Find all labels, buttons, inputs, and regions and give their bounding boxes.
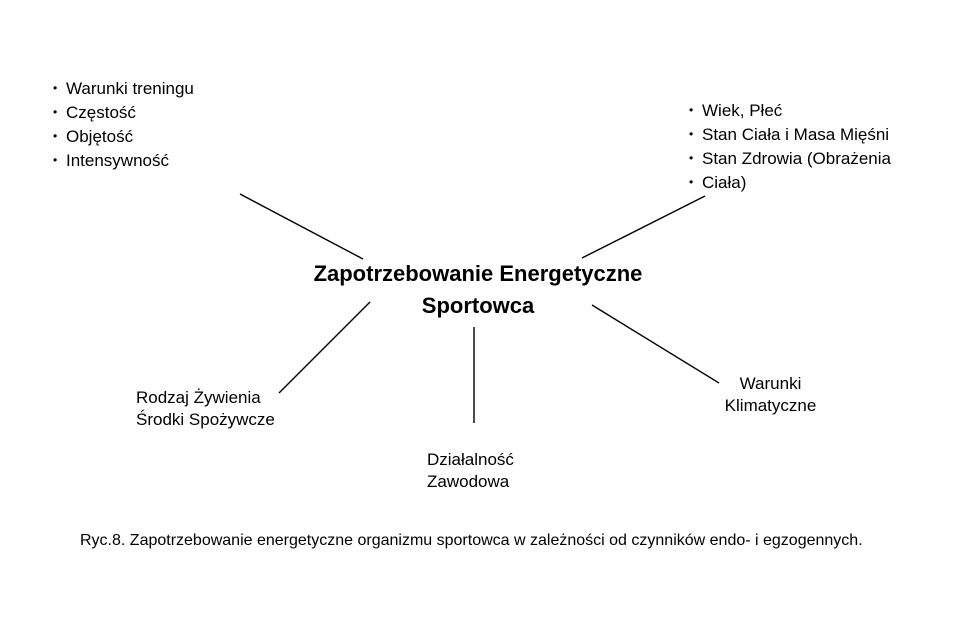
bullet-icon: • [53,129,58,143]
list-item-label: Warunki treningu [66,79,194,98]
list-item: • Warunki treningu [52,77,194,101]
list-item-label: Ciała) [702,173,747,192]
list-item: • Częstość [52,101,194,125]
list-item-label: Objętość [66,127,134,146]
list-item-label: Stan Zdrowia (Obrażenia [702,149,891,168]
figure-caption: Ryc.8. Zapotrzebowanie energetyczne orga… [80,532,863,549]
training-factors-list: • Warunki treningu • Częstość • Objętość • I… [52,77,194,173]
central-node-title-line2: Sportowca [421,293,535,318]
bullet-icon: • [689,175,694,189]
climate-node: Warunki Klimatyczne [708,373,833,417]
bullet-icon: • [53,81,58,95]
nutrition-node: Rodzaj Żywienia Środki Spożywcze [136,387,275,431]
list-item: • Stan Zdrowia (Obrażenia [688,147,891,171]
list-item-label: Stan Ciała i Masa Mięśni [702,125,890,144]
occupation-node: Działalność Zawodowa [427,449,514,493]
connector-climate [591,304,720,384]
central-node-title-line1: Zapotrzebowanie Energetyczne [313,261,643,286]
bullet-icon: • [689,151,694,165]
list-item: • Ciała) [688,171,891,195]
list-item: • Wiek, Płeć [688,99,891,123]
climate-node-line2: Klimatyczne [724,396,817,415]
bullet-icon: • [689,127,694,141]
occupation-node-line2: Zawodowa [427,472,510,491]
list-item: • Stan Ciała i Masa Mięśni [688,123,891,147]
bullet-icon: • [53,153,58,167]
personal-factors-list: • Wiek, Płeć • Stan Ciała i Masa Mięśni • S… [688,99,891,195]
central-node-title: Zapotrzebowanie Energetyczne Sportowca [258,258,698,322]
list-item: • Intensywność [52,149,194,173]
list-item-label: Intensywność [66,151,169,170]
list-item-label: Częstość [66,103,136,122]
nutrition-node-line1: Rodzaj Żywienia [136,388,261,407]
nutrition-node-line2: Środki Spożywcze [136,410,275,429]
occupation-node-line1: Działalność [427,450,514,469]
bullet-icon: • [689,103,694,117]
climate-node-line1: Warunki [739,374,802,393]
bullet-icon: • [53,105,58,119]
connector-training [239,193,364,260]
list-item-label: Wiek, Płeć [702,101,783,120]
list-item: • Objętość [52,125,194,149]
connector-personal [581,195,706,259]
connector-nutrition [278,301,371,394]
